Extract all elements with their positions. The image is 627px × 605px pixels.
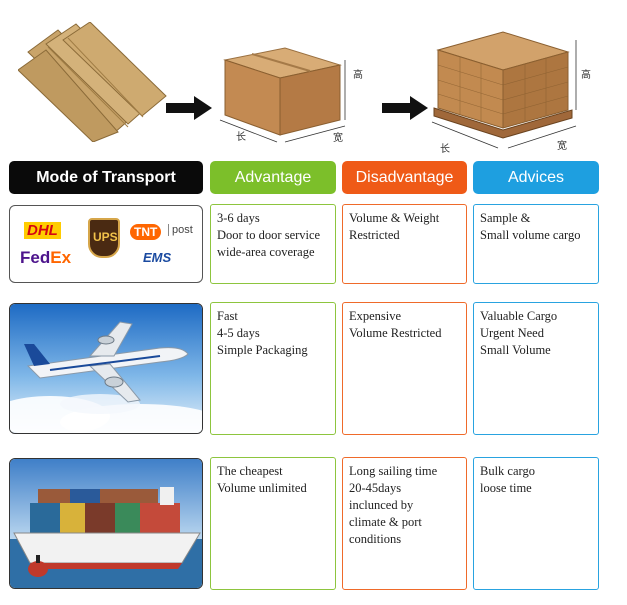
pallet-width-label: 宽 [557, 141, 567, 152]
ems-logo: EMS [143, 250, 172, 265]
box-width-label: 宽 [333, 133, 343, 144]
sea-advices: Bulk cargo loose time [473, 457, 599, 590]
arrow-right-icon [166, 96, 212, 120]
header-advices: Advices [473, 161, 599, 194]
header-mode-of-transport: Mode of Transport [9, 161, 203, 194]
dhl-logo: DHL [24, 222, 61, 239]
express-advantage: 3-6 days Door to door service wide-area … [210, 204, 336, 284]
header-disadvantage: Disadvantage [342, 161, 467, 194]
post-logo: post [168, 224, 193, 236]
pallet-length-label: 长 [440, 144, 450, 155]
air-advantage: Fast 4-5 days Simple Packaging [210, 302, 336, 435]
cardboard-strips-illustration [18, 22, 167, 142]
tnt-logo: TNT [130, 224, 162, 240]
pallet-boxes-illustration [431, 31, 577, 149]
container-ship-image [10, 459, 202, 588]
container-ship-photo [9, 458, 203, 589]
fedex-logo: FedEx [20, 248, 72, 267]
pallet-height-label: 高 [581, 70, 591, 81]
sea-disadvantage: Long sailing time 20-45days inclunced by… [342, 457, 467, 590]
arrow-right-icon [382, 96, 428, 120]
express-disadvantage: Volume & Weight Restricted [342, 204, 467, 284]
express-couriers-logos: DHL UPS TNT post FedEx EMS [9, 205, 203, 283]
box-length-label: 长 [236, 132, 246, 143]
cardboard-box-illustration [219, 47, 346, 143]
express-advices: Sample & Small volume cargo [473, 204, 599, 284]
box-height-label: 高 [353, 70, 363, 81]
airplane-image [10, 304, 202, 433]
air-disadvantage: Expensive Volume Restricted [342, 302, 467, 435]
sea-advantage: The cheapest Volume unlimited [210, 457, 336, 590]
air-advices: Valuable Cargo Urgent Need Small Volume [473, 302, 599, 435]
airplane-photo [9, 303, 203, 434]
header-advantage: Advantage [210, 161, 336, 194]
ups-logo: UPS [88, 218, 120, 258]
